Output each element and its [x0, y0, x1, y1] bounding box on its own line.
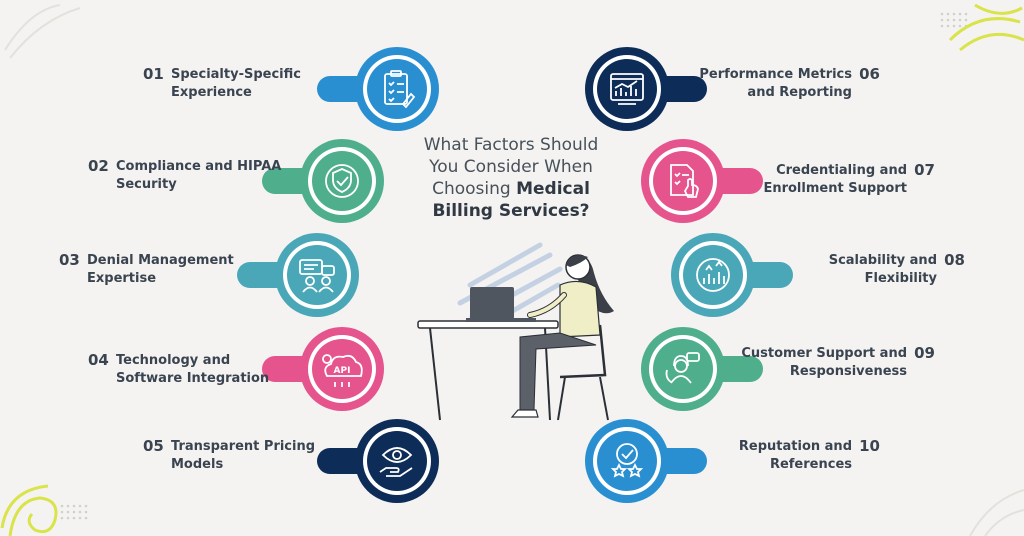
factor-title-line1: Credentialing and — [776, 163, 907, 178]
star-badge-icon — [610, 443, 644, 478]
title-line-4: Billing Services? — [396, 200, 626, 222]
factor-node-09 — [640, 326, 763, 412]
factor-node-04: API — [262, 326, 385, 412]
factor-number: 02 — [88, 157, 109, 175]
dashboard-chart-icon — [610, 73, 644, 105]
api-cloud-icon — [322, 354, 363, 387]
title-line-3-plain: Choosing — [432, 179, 517, 199]
factor-node-10 — [584, 418, 707, 504]
factor-title-line2: Expertise — [87, 271, 157, 286]
title-line-2: You Consider When — [429, 157, 593, 177]
factor-title-line2: Security — [116, 177, 177, 192]
factor-number: 08 — [944, 251, 965, 269]
factor-title-line1: Scalability and — [828, 253, 937, 268]
title-line-3: Choosing Medical — [396, 178, 626, 200]
growth-arrows-icon — [696, 258, 730, 292]
factor-node-08 — [670, 232, 793, 318]
bottom-right-scribble-decoration — [969, 489, 1024, 536]
title-line-3-bold: Medical — [516, 179, 590, 199]
factor-title-line1: Specialty-Specific — [171, 67, 301, 82]
document-touch-icon — [670, 164, 699, 198]
factor-label-10: 10 Reputation and References — [738, 437, 880, 474]
api-label: API — [334, 366, 351, 376]
top-right-scribble-decoration — [940, 3, 1024, 52]
support-agent-icon — [665, 352, 700, 384]
factor-title-line1: Customer Support and — [741, 346, 907, 361]
woman-at-laptop-illustration — [417, 242, 614, 421]
factor-number: 05 — [143, 437, 164, 455]
factor-title-line2: Responsiveness — [789, 364, 907, 379]
factor-label-09: 09 Customer Support and Responsiveness — [741, 344, 935, 381]
clipboard-checklist-icon — [384, 70, 416, 109]
factor-number: 09 — [914, 344, 935, 362]
factor-title-line1: Performance Metrics — [699, 67, 852, 82]
title-line-1: What Factors Should — [423, 135, 599, 155]
factor-number: 06 — [859, 65, 880, 83]
factor-number: 04 — [88, 351, 109, 369]
factor-label-07: 07 Credentialing and Enrollment Support — [763, 161, 935, 198]
factor-title-line1: Compliance and HIPAA — [116, 159, 282, 174]
shield-check-icon — [325, 164, 359, 198]
factor-node-07 — [640, 138, 763, 224]
factor-title-line2: Software Integration — [116, 371, 270, 386]
factor-number: 03 — [59, 251, 80, 269]
factor-title-line2: and Reporting — [747, 85, 852, 100]
factor-label-03: 03 Denial Management Expertise — [59, 251, 234, 288]
factor-node-05 — [317, 418, 440, 504]
factor-title-line2: Models — [171, 457, 224, 472]
factor-number: 07 — [914, 161, 935, 179]
factor-title-line2: Flexibility — [864, 271, 937, 286]
factor-title-line1: Transparent Pricing — [171, 439, 316, 454]
factor-label-05: 05 Transparent Pricing Models — [143, 437, 316, 474]
factor-title-line1: Denial Management — [87, 253, 234, 268]
factor-label-01: 01 Specialty-Specific Experience — [143, 65, 301, 102]
factor-number: 01 — [143, 65, 164, 83]
main-title: What Factors Should You Consider When Ch… — [396, 134, 626, 222]
factor-node-01 — [317, 46, 440, 132]
discussion-icon — [299, 259, 335, 293]
factor-label-02: 02 Compliance and HIPAA Security — [88, 157, 282, 194]
factor-label-08: 08 Scalability and Flexibility — [828, 251, 965, 288]
factor-title-line2: References — [769, 457, 852, 472]
factor-title-line2: Enrollment Support — [763, 181, 907, 196]
factor-title-line2: Experience — [171, 85, 252, 100]
eye-hand-icon — [379, 447, 413, 477]
factor-node-06 — [584, 46, 707, 132]
factor-node-03 — [237, 232, 360, 318]
factor-label-06: 06 Performance Metrics and Reporting — [699, 65, 880, 102]
factor-node-02 — [262, 138, 385, 224]
bottom-left-scribble-decoration — [0, 484, 88, 536]
factor-title-line1: Reputation and — [738, 439, 852, 454]
title-line-4-bold: Billing Services? — [432, 201, 590, 221]
factor-label-04: 04 Technology and Software Integration — [88, 351, 270, 388]
top-left-scribble-decoration — [4, 4, 81, 59]
factor-number: 10 — [859, 437, 880, 455]
factor-title-line1: Technology and — [116, 353, 231, 368]
